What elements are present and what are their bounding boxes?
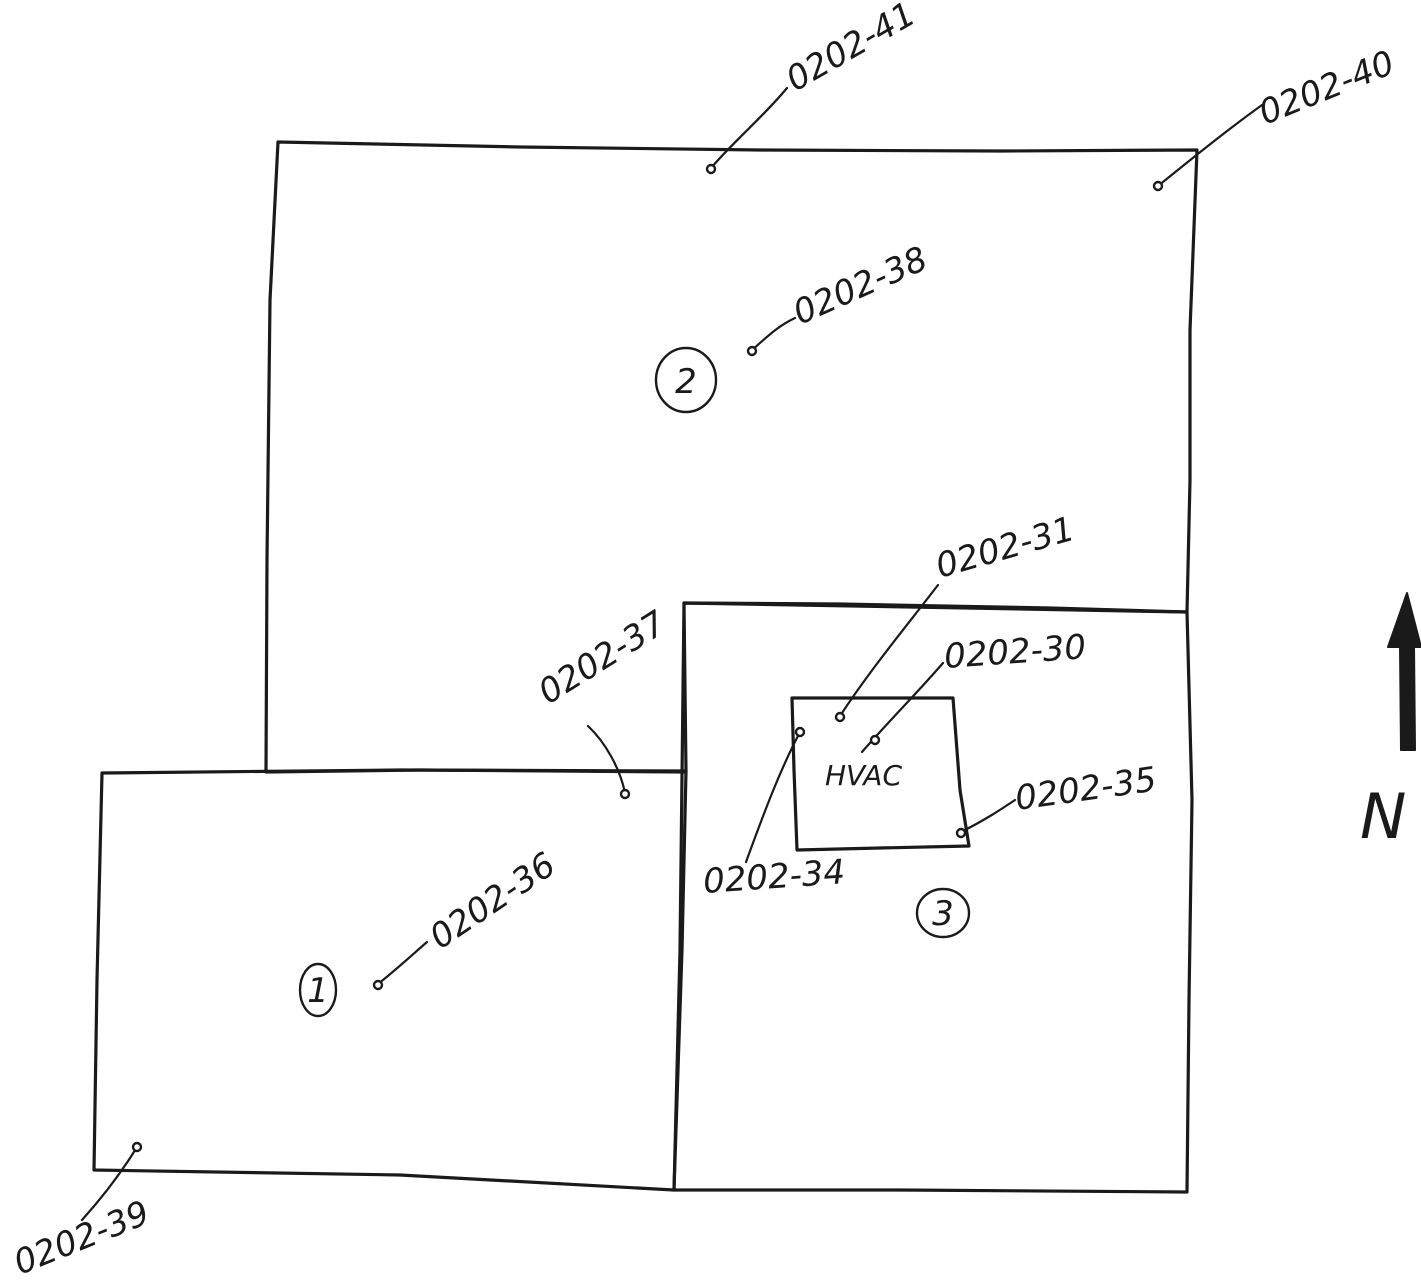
marker-0202-38 [746, 345, 758, 357]
label-0202-34: 0202-34 [702, 852, 847, 902]
label-0202-31: 0202-31 [931, 509, 1079, 587]
room-2-marker: 2 [654, 346, 718, 414]
hvac-label: HVAC [825, 759, 902, 792]
room-2-outline [264, 140, 1199, 774]
leader-0202-41 [709, 86, 789, 170]
north-label: N [1360, 780, 1406, 853]
label-0202-37: 0202-37 [532, 603, 674, 712]
marker-0202-36 [372, 979, 384, 991]
leader-0202-37 [586, 724, 627, 795]
label-0202-40: 0202-40 [1253, 43, 1400, 133]
leader-0202-36 [376, 940, 429, 986]
marker-0202-30 [869, 734, 881, 746]
marker-0202-31 [834, 711, 846, 723]
north-arrow-icon [1387, 592, 1421, 751]
leader-0202-40 [1156, 103, 1264, 188]
label-0202-41: 0202-41 [780, 0, 923, 100]
leader-0202-31 [838, 583, 940, 718]
marker-0202-35 [955, 827, 967, 839]
label-0202-30: 0202-30 [943, 627, 1088, 677]
room-3-outline [672, 601, 1194, 1194]
marker-0202-40 [1152, 180, 1164, 192]
label-0202-35: 0202-35 [1013, 760, 1159, 819]
label-0202-38: 0202-38 [787, 239, 933, 333]
room-3-number: 3 [932, 894, 954, 934]
room-1-marker: 1 [298, 962, 338, 1018]
room-2-number: 2 [675, 362, 697, 402]
leader-0202-38 [750, 316, 797, 352]
marker-0202-37 [619, 788, 631, 800]
room-1-outline [92, 768, 688, 1192]
leader-0202-35 [959, 798, 1017, 834]
room-1-number: 1 [307, 971, 329, 1011]
room-3-marker: 3 [915, 887, 971, 939]
label-0202-36: 0202-36 [423, 845, 563, 958]
marker-0202-39 [131, 1141, 143, 1153]
hvac-unit-outline [790, 696, 971, 852]
marker-0202-34 [794, 726, 806, 738]
leader-0202-39 [80, 1145, 139, 1222]
marker-0202-41 [705, 163, 717, 175]
label-0202-39: 0202-39 [8, 1193, 155, 1281]
leader-0202-34 [744, 730, 802, 864]
